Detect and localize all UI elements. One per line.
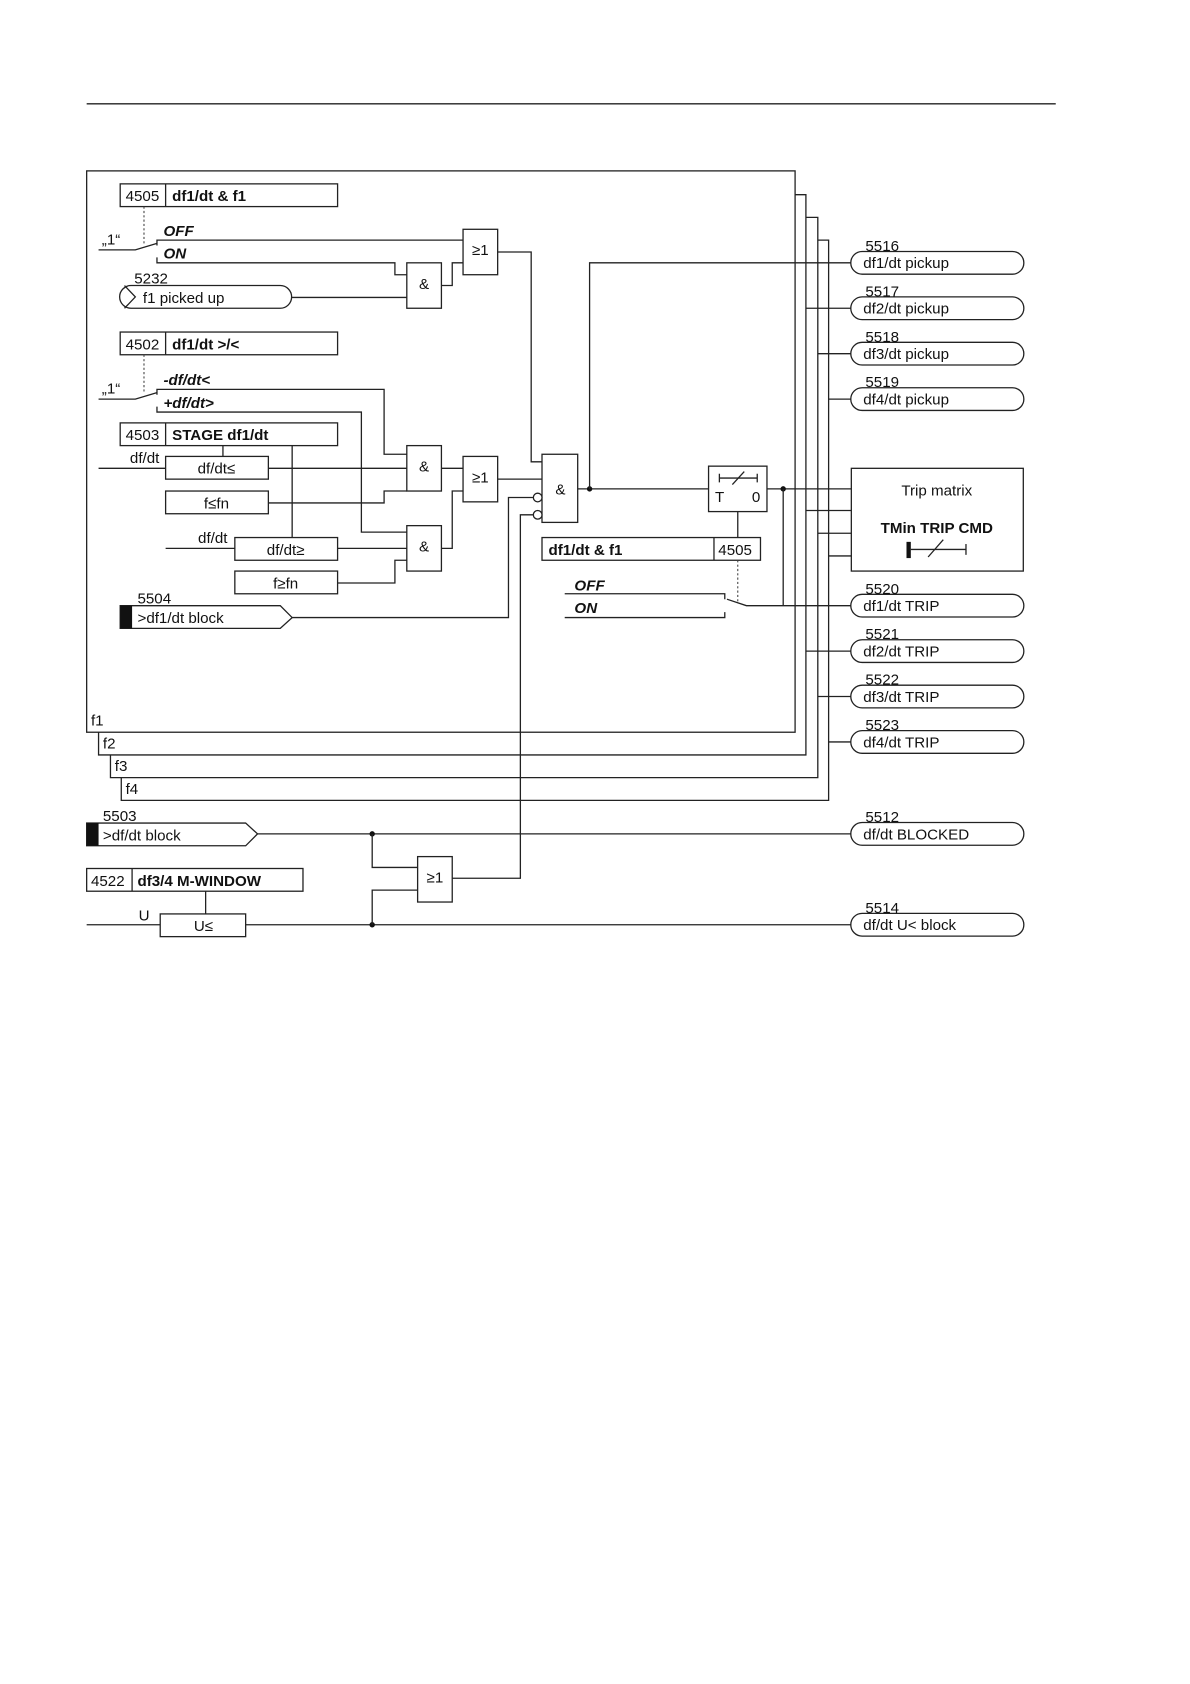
svg-text:STAGE df1/dt: STAGE df1/dt [172, 427, 268, 444]
svg-text:„1“: „1“ [102, 381, 121, 398]
svg-text:df/dt≥: df/dt≥ [267, 542, 305, 559]
setting-4503[interactable]: 4503 STAGE df1/dt [119, 422, 339, 447]
output-label: df/dt BLOCKED [863, 826, 969, 843]
switch-off-label: OFF [163, 223, 194, 240]
svg-text:4503: 4503 [126, 427, 160, 444]
svg-text:≥1: ≥1 [472, 242, 489, 259]
svg-text:df3/4 M-WINDOW: df3/4 M-WINDOW [137, 873, 261, 890]
output-number: 5519 [865, 374, 899, 391]
constant-one: „1“ [102, 231, 121, 248]
frame-label-f4: f4 [126, 781, 139, 798]
setting-4502[interactable]: 4502 df1/dt >/< [119, 331, 339, 356]
timer-block: T 0 [707, 465, 768, 513]
output-label: df3/dt pickup [863, 346, 949, 363]
input-dfdt-block: 5503 >df/dt block [86, 808, 259, 847]
output-label: df2/dt TRIP [863, 644, 939, 661]
svg-text:Trip matrix: Trip matrix [901, 482, 972, 499]
svg-text:5232: 5232 [134, 270, 168, 287]
svg-text:&: & [419, 459, 429, 476]
svg-text:f1 picked up: f1 picked up [143, 290, 225, 307]
svg-text:&: & [419, 539, 429, 556]
svg-text:f≤fn: f≤fn [204, 495, 229, 512]
output-label: df4/dt TRIP [863, 734, 939, 751]
input-df1dt-block: 5504 >df1/dt block [119, 591, 294, 630]
setting-number: 4505 [126, 188, 160, 205]
setting-name: df1/dt & f1 [172, 188, 246, 205]
setting-4505[interactable]: 4505 df1/dt & f1 [119, 183, 339, 208]
switch-on-label: ON [163, 245, 187, 262]
svg-text:OFF: OFF [574, 578, 605, 595]
svg-text:df/dt: df/dt [130, 450, 160, 467]
and-gate-3 [406, 524, 443, 572]
svg-text:T: T [715, 489, 724, 506]
frame-label-f2: f2 [103, 735, 116, 752]
output-number: 5518 [865, 329, 899, 346]
svg-text:-df/dt<: -df/dt< [163, 372, 210, 389]
svg-text:f≥fn: f≥fn [273, 575, 298, 592]
svg-text:>df1/dt block: >df1/dt block [137, 610, 224, 627]
output-number: 5514 [865, 900, 899, 917]
output-number: 5512 [865, 809, 899, 826]
frame-label-f3: f3 [115, 758, 128, 775]
output-label: df/dt U< block [863, 917, 956, 934]
or-gate-2 [462, 455, 499, 503]
svg-text:+df/dt>: +df/dt> [163, 395, 214, 412]
trip-matrix: Trip matrix TMin TRIP CMD [850, 467, 1024, 572]
and-gate-2 [406, 444, 443, 492]
output-number: 5520 [865, 581, 899, 598]
and-gate-main [541, 453, 579, 524]
output-number: 5517 [865, 283, 899, 300]
output-number: 5521 [865, 626, 899, 643]
output-label: df1/dt pickup [863, 255, 949, 272]
svg-text:0: 0 [752, 489, 760, 506]
frame-label-f1: f1 [91, 713, 104, 730]
svg-text:df/dt: df/dt [198, 530, 228, 547]
svg-text:4505: 4505 [718, 542, 752, 559]
stage-frames: f1 f2 f3 f4 [86, 170, 830, 802]
svg-text:U≤: U≤ [194, 918, 213, 935]
output-label: df2/dt pickup [863, 301, 949, 318]
svg-text:>df/dt block: >df/dt block [103, 827, 181, 844]
svg-text:≥1: ≥1 [472, 469, 489, 486]
svg-text:df/dt≤: df/dt≤ [198, 461, 236, 478]
svg-text:&: & [555, 481, 565, 498]
svg-text:5504: 5504 [137, 591, 171, 608]
svg-text:&: & [419, 276, 429, 293]
output-label: df4/dt pickup [863, 392, 949, 409]
svg-text:df1/dt >/<: df1/dt >/< [172, 336, 239, 353]
svg-text:4522: 4522 [91, 873, 125, 890]
setting-4505-trip[interactable]: df1/dt & f1 4505 [541, 536, 762, 561]
svg-text:ON: ON [574, 600, 598, 617]
or-gate-3 [416, 855, 453, 903]
output-label: df3/dt TRIP [863, 689, 939, 706]
setting-4522[interactable]: 4522 df3/4 M-WINDOW [86, 867, 304, 892]
svg-text:df1/dt & f1: df1/dt & f1 [548, 542, 622, 559]
svg-text:≥1: ≥1 [427, 870, 444, 887]
output-number: 5522 [865, 672, 899, 689]
input-f1-picked-up: 5232 f1 picked up [119, 270, 293, 309]
svg-text:U: U [139, 907, 150, 924]
output-number: 5523 [865, 717, 899, 734]
output-number: 5516 [865, 238, 899, 255]
or-gate-1 [462, 228, 499, 276]
svg-text:5503: 5503 [103, 808, 137, 825]
svg-text:TMin TRIP CMD: TMin TRIP CMD [881, 520, 993, 537]
output-label: df1/dt TRIP [863, 598, 939, 615]
svg-text:4502: 4502 [126, 336, 160, 353]
